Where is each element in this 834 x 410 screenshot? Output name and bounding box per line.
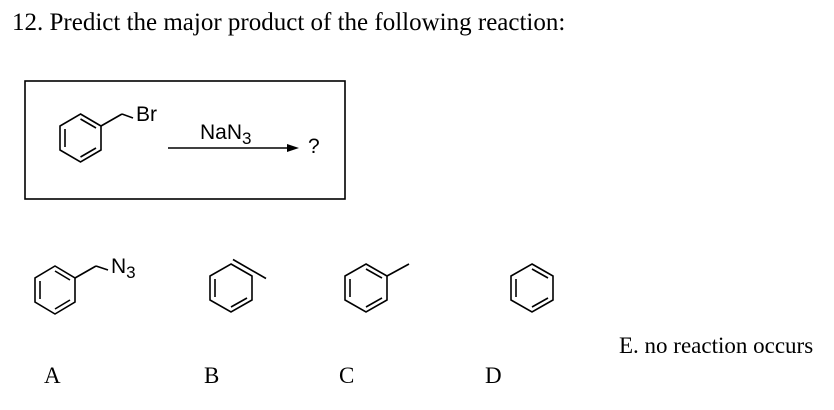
product-question-mark: ? — [308, 135, 320, 158]
benzene-ring — [344, 263, 388, 313]
triple-bond-line — [232, 258, 267, 280]
benzene-ring — [510, 263, 554, 313]
c-n-bond — [95, 265, 109, 271]
double-bond — [230, 297, 248, 308]
ch2-bond — [74, 265, 97, 279]
option-c-structure — [344, 263, 410, 313]
benzene-ring — [34, 265, 76, 315]
benzene-ring — [209, 263, 253, 313]
azide-main: N — [111, 255, 126, 278]
double-bond — [54, 270, 71, 281]
double-bond — [531, 297, 549, 308]
option-a-label[interactable]: A — [44, 363, 61, 388]
question-text: 12. Predict the major product of the fol… — [12, 9, 566, 36]
reagent-label: NaN3 — [200, 121, 251, 148]
double-bond — [365, 268, 383, 279]
c-br-bond — [121, 113, 134, 119]
option-e-label[interactable]: E. no reaction occurs — [619, 333, 814, 358]
double-bond — [80, 118, 97, 129]
azide-subscript: 3 — [126, 263, 135, 282]
reaction-box — [24, 80, 346, 200]
option-d-structure — [510, 263, 554, 313]
methyl-bond — [386, 263, 410, 277]
reagent-subscript: 3 — [242, 129, 251, 148]
benzene-ring — [59, 113, 102, 163]
option-b-structure — [209, 258, 267, 313]
double-bond — [80, 147, 97, 158]
reactant-bromobenzene: Br — [59, 103, 157, 163]
bromine-label: Br — [136, 103, 157, 126]
option-d-label[interactable]: D — [485, 363, 502, 388]
option-c-label[interactable]: C — [339, 363, 355, 388]
double-bond — [54, 299, 71, 310]
arrow-head — [287, 144, 299, 152]
double-bond — [531, 268, 549, 279]
double-bond — [365, 297, 383, 308]
option-b-label[interactable]: B — [204, 363, 220, 388]
azide-label: N3 — [111, 255, 136, 282]
reagent-main: NaN — [200, 121, 242, 144]
ch2-bond — [100, 113, 123, 127]
option-a-structure: N3 — [34, 255, 136, 315]
